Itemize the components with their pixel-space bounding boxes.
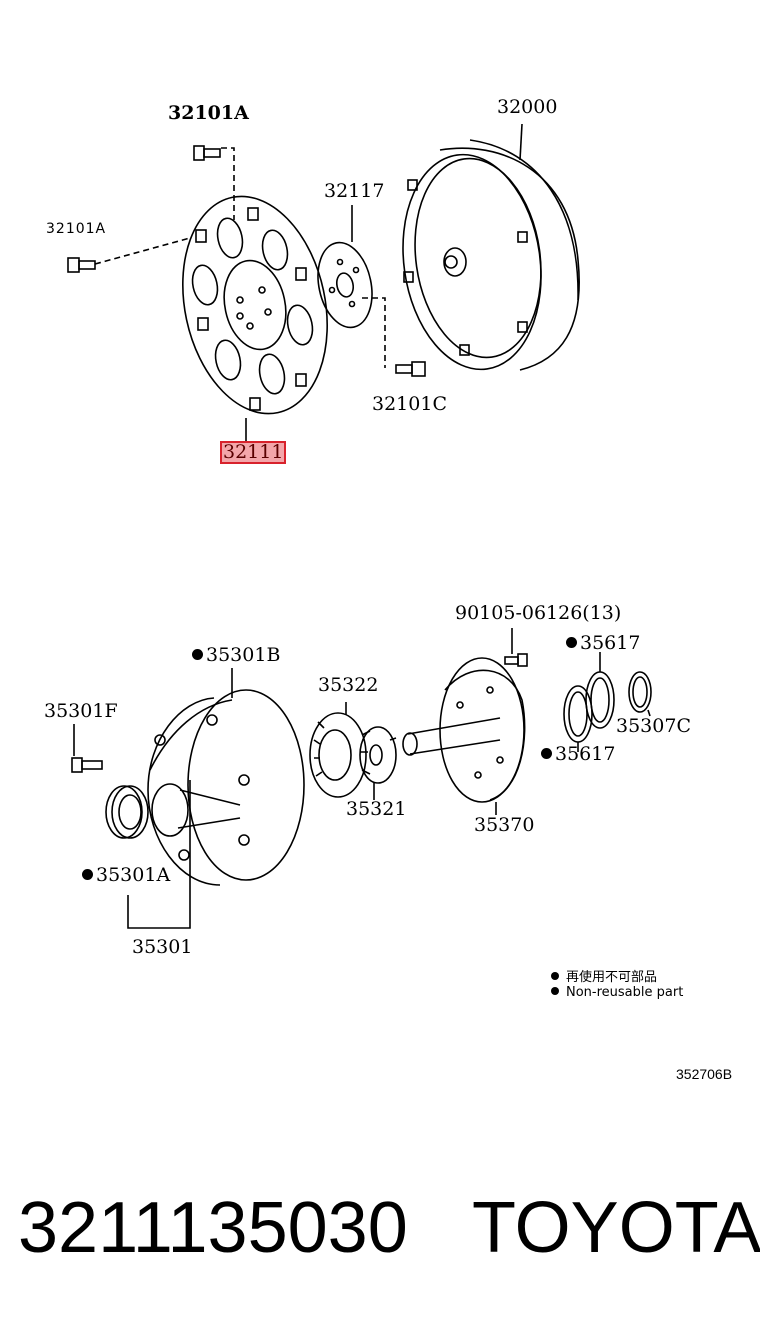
- label-35301A: 35301A: [82, 866, 170, 885]
- stator-shaft-35370: [402, 657, 526, 803]
- drive-plate-32111: [182, 195, 328, 415]
- label-32117: 32117: [324, 180, 385, 202]
- label-35321: 35321: [346, 798, 407, 820]
- brand-name: TOYOTA: [472, 1188, 760, 1268]
- label-32111-highlighted[interactable]: 32111: [220, 441, 287, 464]
- driven-gear-35322: [309, 712, 367, 798]
- diagram-code: 352706B: [676, 1066, 733, 1082]
- label-90105-06126: 90105-06126(13): [455, 602, 622, 624]
- spacer-32117: [317, 241, 373, 329]
- legend-non-reusable-en: Non-reusable part: [551, 985, 683, 1000]
- label-32101A-left: 32101A: [46, 221, 107, 237]
- label-32101A-top: 32101A: [168, 102, 249, 124]
- bolt-90105-06126: [504, 653, 528, 667]
- torque-converter-32000: [402, 139, 580, 371]
- bolt-35301F: [71, 757, 103, 773]
- label-35617-bottom: 35617: [541, 745, 615, 764]
- label-35301F: 35301F: [44, 700, 118, 722]
- oil-pump-body-35301B: [147, 689, 305, 886]
- bolt-32101A-top: [193, 145, 221, 161]
- label-35322: 35322: [318, 674, 379, 696]
- label-35301B: 35301B: [192, 646, 280, 665]
- seal-rings-35617: [563, 671, 615, 743]
- oil-seal-35301A: [105, 785, 149, 839]
- label-35307C: 35307C: [616, 715, 691, 737]
- label-32101C: 32101C: [372, 393, 447, 415]
- bolt-32101C: [395, 361, 426, 377]
- label-32000: 32000: [497, 96, 558, 118]
- drive-gear-35321: [359, 726, 397, 784]
- label-35301: 35301: [132, 936, 193, 958]
- part-number: 3211135030: [18, 1188, 408, 1268]
- seal-ring-35307C: [628, 671, 652, 713]
- label-35370: 35370: [474, 814, 535, 836]
- bolt-32101A-left: [67, 257, 96, 273]
- label-35617-top: 35617: [566, 634, 640, 653]
- legend-non-reusable-cn: 再使用不可部品: [551, 966, 657, 985]
